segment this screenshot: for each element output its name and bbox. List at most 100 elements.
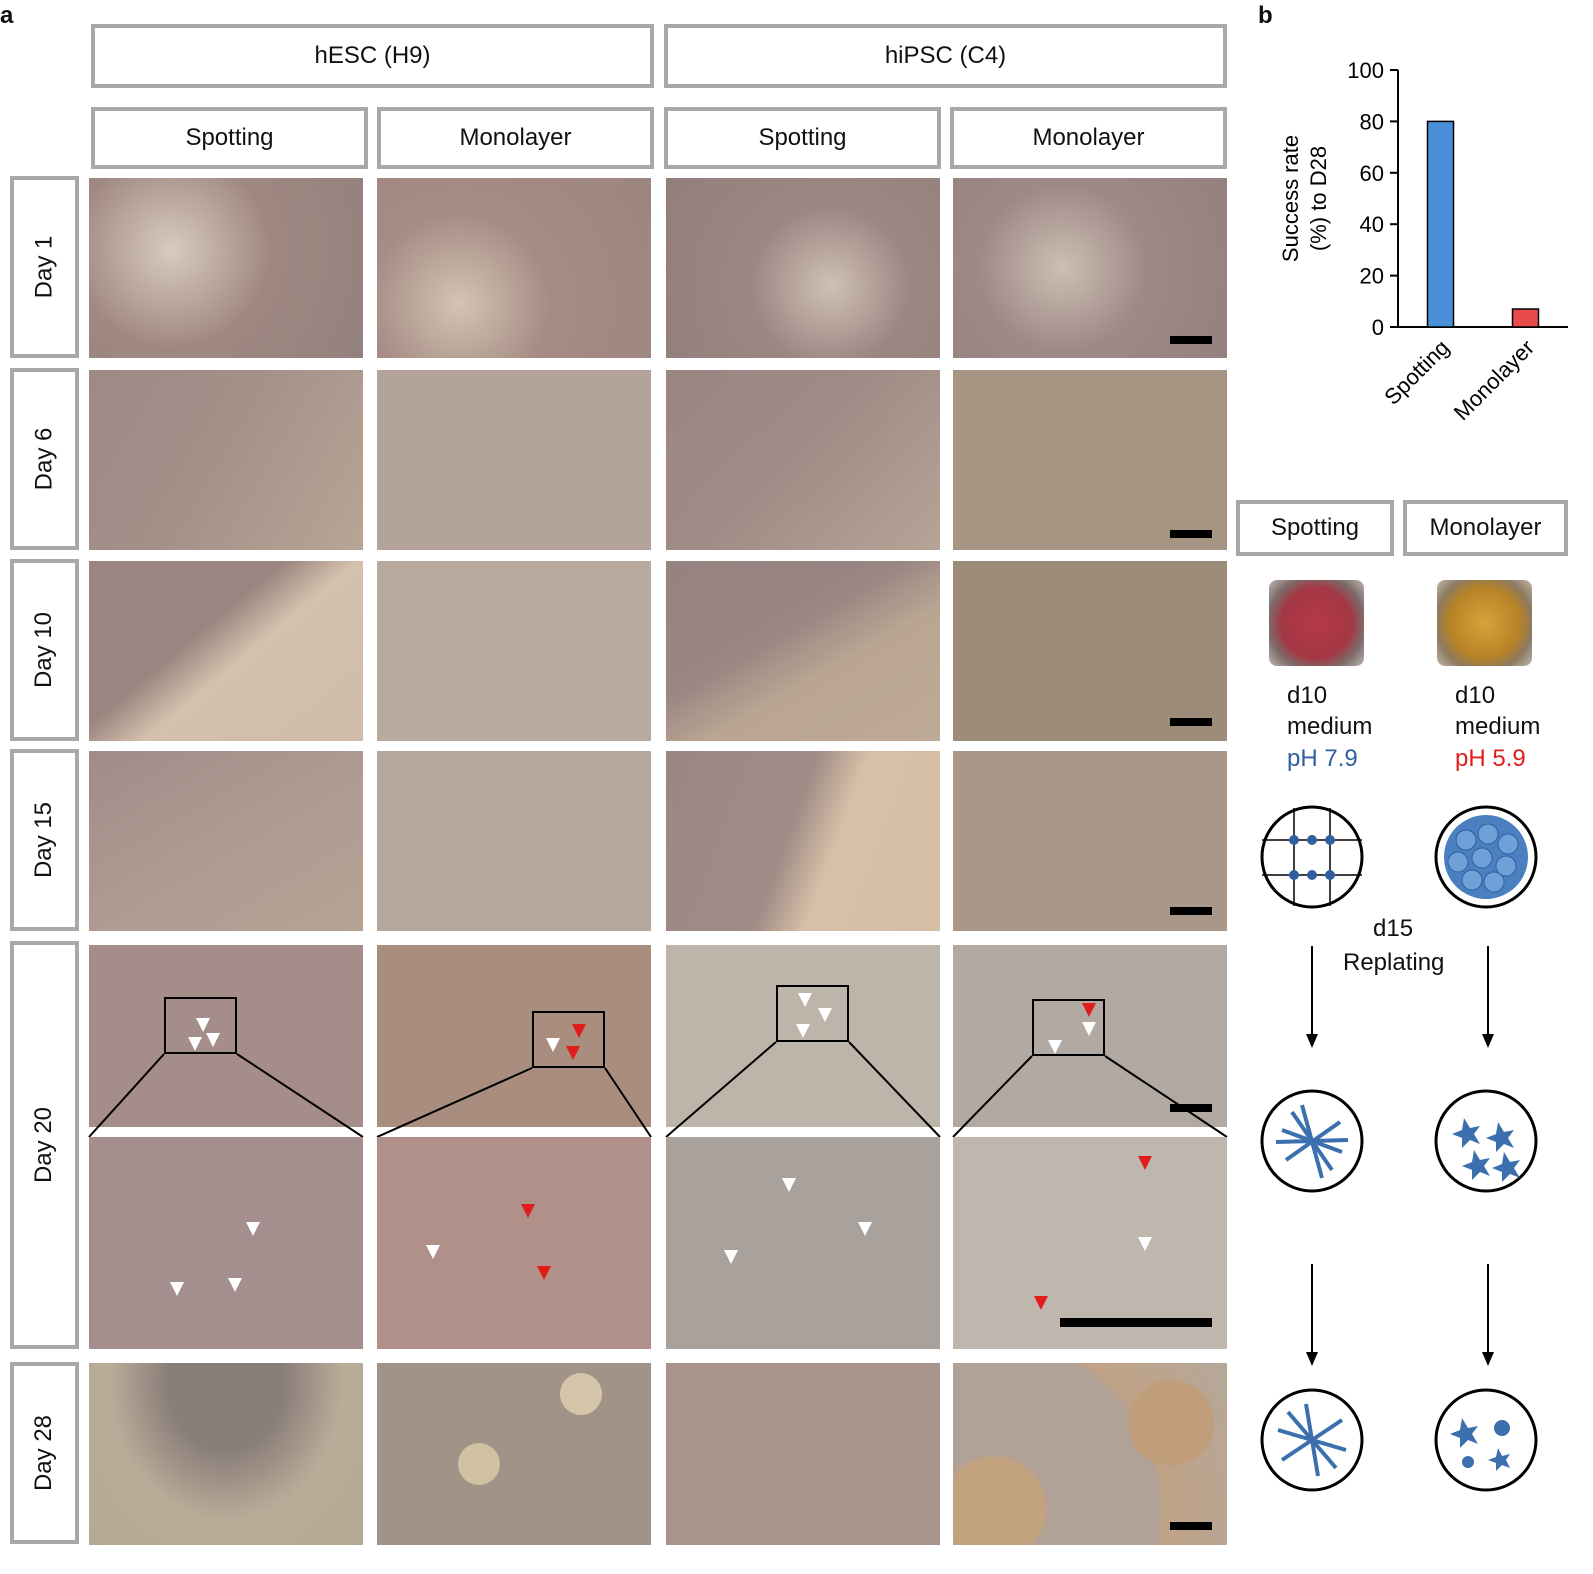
group-header-hesc: hESC (H9) [91, 24, 654, 88]
micrograph-day10-hipsc-monolayer [953, 561, 1227, 741]
scale-bar [1170, 336, 1212, 344]
micrograph-day6-hesc-monolayer [377, 370, 651, 550]
micrograph-day15-hipsc-spotting [666, 751, 940, 931]
white-arrowhead [782, 1178, 796, 1192]
red-arrowhead [1138, 1156, 1152, 1170]
y-tick-label: 20 [1360, 264, 1384, 289]
scale-bar-zoom [1060, 1318, 1212, 1327]
scale-bar [1170, 907, 1212, 915]
panel-a-letter: a [0, 2, 14, 29]
white-arrowhead [188, 1037, 202, 1051]
micrograph-day15-hipsc-monolayer [953, 751, 1227, 931]
monolayer-well-sparse-d28 [1434, 1388, 1538, 1492]
micrograph-day20-hipsc-spotting-zoom [666, 1137, 940, 1349]
replating-label: Replating [1343, 949, 1445, 976]
scale-bar [1170, 718, 1212, 726]
y-tick-label: 0 [1372, 315, 1384, 340]
row-label-day15: Day 15 [10, 749, 79, 931]
micrograph-day28-hipsc-spotting [666, 1363, 940, 1545]
medium-label-monolayer: medium [1455, 713, 1541, 740]
micrograph-day20-hesc-spotting [89, 945, 363, 1127]
condition-header-b-spotting: Spotting [1236, 500, 1394, 556]
sphere-colony [458, 1443, 500, 1485]
micrograph-day6-hipsc-spotting [666, 370, 940, 550]
medium-ph-spotting: pH 7.9 [1287, 745, 1358, 772]
x-tick-label: Monolayer [1449, 335, 1539, 425]
arrow-shaft [1311, 946, 1313, 1038]
arrow-head [1306, 1352, 1318, 1366]
arrow-shaft [1487, 1264, 1489, 1354]
bar-monolayer [1511, 308, 1540, 328]
micrograph-day15-hesc-monolayer [377, 751, 651, 931]
arrow-head [1482, 1352, 1494, 1366]
micrograph-day1-hesc-spotting [89, 178, 363, 358]
y-axis-label: (%) to D28 [1306, 146, 1331, 251]
spotting-well-grid [1260, 805, 1364, 909]
condition-header-hesc-spotting: Spotting [91, 107, 368, 169]
condition-header-hipsc-spotting: Spotting [664, 107, 941, 169]
red-arrowhead [1082, 1003, 1096, 1017]
row-label-day20: Day 20 [10, 941, 79, 1349]
monolayer-well-full [1434, 805, 1538, 909]
micrograph-day20-hipsc-monolayer-zoom [953, 1137, 1227, 1349]
micrograph-day10-hipsc-spotting [666, 561, 940, 741]
y-tick-label: 60 [1360, 161, 1384, 186]
row-label-day10: Day 10 [10, 559, 79, 741]
scale-bar [1170, 1104, 1212, 1112]
white-arrowhead [796, 1024, 810, 1038]
red-arrowhead [1034, 1296, 1048, 1310]
micrograph-day10-hesc-spotting [89, 561, 363, 741]
zoom-box [164, 997, 237, 1054]
bar-spotting [1426, 120, 1455, 328]
row-label-day6: Day 6 [10, 368, 79, 550]
medium-day-monolayer: d10 [1455, 682, 1496, 709]
red-arrowhead [537, 1266, 551, 1280]
medium-dish-monolayer [1437, 580, 1532, 666]
zoom-box [1032, 999, 1105, 1056]
sphere-colony [560, 1373, 602, 1415]
sphere-colony [1128, 1380, 1214, 1466]
micrograph-day10-hesc-monolayer [377, 561, 651, 741]
white-arrowhead [206, 1033, 220, 1047]
scale-bar [1170, 530, 1212, 538]
micrograph-day20-hipsc-monolayer [953, 945, 1227, 1127]
condition-header-hesc-monolayer: Monolayer [377, 107, 654, 169]
white-arrowhead [1048, 1040, 1062, 1054]
y-tick-label: 40 [1360, 212, 1384, 237]
zoom-box [776, 985, 849, 1042]
medium-ph-monolayer: pH 5.9 [1455, 745, 1526, 772]
row-label-day1: Day 1 [10, 176, 79, 358]
white-arrowhead [228, 1278, 242, 1292]
white-arrowhead [246, 1222, 260, 1236]
medium-dish-spotting [1269, 580, 1364, 666]
micrograph-day6-hipsc-monolayer [953, 370, 1227, 550]
arrow-head [1306, 1034, 1318, 1048]
panel-b-letter: b [1258, 2, 1273, 29]
white-arrowhead [196, 1018, 210, 1032]
y-tick-label: 80 [1360, 109, 1384, 134]
spotting-well-neurons-d28 [1260, 1388, 1364, 1492]
red-arrowhead [566, 1046, 580, 1060]
medium-day-spotting: d10 [1287, 682, 1328, 709]
micrograph-day20-hesc-spotting-zoom [89, 1137, 363, 1349]
white-arrowhead [170, 1282, 184, 1296]
white-arrowhead [724, 1250, 738, 1264]
red-arrowhead [521, 1204, 535, 1218]
white-arrowhead [426, 1245, 440, 1259]
replating-day: d15 [1373, 915, 1414, 942]
micrograph-day1-hipsc-monolayer [953, 178, 1227, 358]
white-arrowhead [818, 1008, 832, 1022]
micrograph-day28-hesc-spotting [89, 1363, 363, 1545]
condition-header-b-monolayer: Monolayer [1403, 500, 1568, 556]
micrograph-day6-hesc-spotting [89, 370, 363, 550]
red-arrowhead [572, 1024, 586, 1038]
zoom-box [532, 1011, 605, 1068]
condition-header-hipsc-monolayer: Monolayer [950, 107, 1227, 169]
arrow-shaft [1311, 1264, 1313, 1354]
medium-label-spotting: medium [1287, 713, 1373, 740]
row-label-day28: Day 28 [10, 1362, 79, 1544]
y-axis-label: Success rate [1278, 135, 1303, 262]
x-tick-label: Spotting [1379, 335, 1454, 410]
